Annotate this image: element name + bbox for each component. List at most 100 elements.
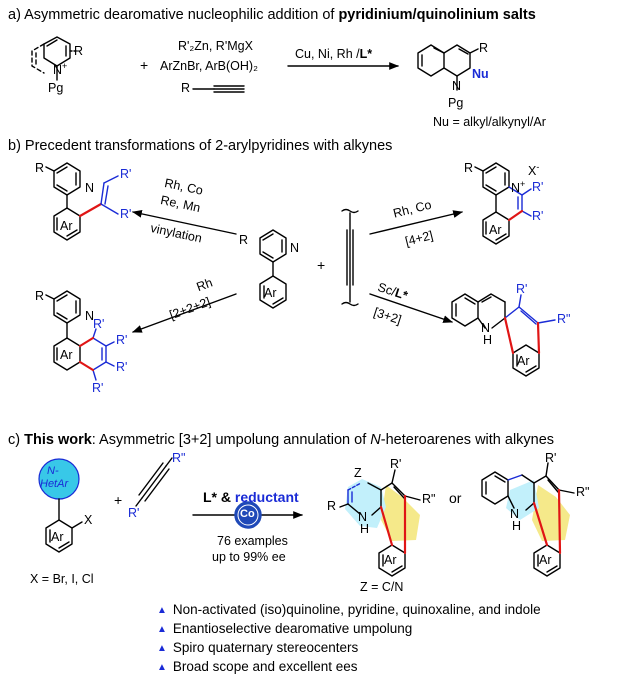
c-or: or — [449, 490, 462, 506]
b-center-ar: Ar — [264, 286, 277, 300]
feature-text: Spiro quaternary stereocenters — [172, 640, 359, 655]
b-vinyl-bond-red — [78, 202, 103, 218]
b-arrow-32 — [369, 293, 453, 323]
feature-item: ▲Broad scope and excellent ees — [157, 657, 541, 676]
a-pg-1: Pg — [48, 81, 64, 95]
a-n-atom: N — [53, 63, 63, 78]
a-product-r: R — [479, 41, 489, 55]
c-product2-h: H — [512, 519, 522, 533]
b-naph-rp2: R' — [116, 333, 128, 347]
c-hetar-line1: N- — [47, 465, 59, 477]
b-vinyl-r: R — [35, 161, 45, 175]
b-plus: + — [317, 257, 326, 273]
c-cobalt-inner — [237, 504, 259, 526]
c-cyan-ring-2 — [506, 480, 539, 520]
b-naph-rp3: R' — [116, 360, 128, 374]
feature-text: Non-activated (iso)quinoline, pyridine, … — [172, 602, 541, 617]
c-yellow-pentagon-1 — [381, 485, 420, 541]
c-plus: + — [114, 492, 123, 508]
c-alkyne — [135, 457, 173, 507]
a-product-n: N — [452, 79, 462, 93]
c-z-atom: Z — [354, 466, 362, 480]
b-spiro-rpp: R" — [557, 312, 571, 326]
c-cobalt-label: Co — [240, 508, 255, 520]
b-naph-n: N — [85, 309, 95, 323]
a-nu-definition: Nu = alkyl/alkynyl/Ar — [433, 115, 546, 129]
c-x-definition: X = Br, I, Cl — [30, 572, 94, 586]
b-center-n: N — [290, 241, 300, 255]
b-naph-r: R — [35, 289, 45, 303]
section-c-title: c) This work: Asymmetric [3+2] umpolung … — [8, 433, 554, 448]
b-quin-rp1: R' — [532, 180, 544, 194]
b-vinyl-n: N — [85, 181, 95, 195]
b-alkyne — [341, 208, 359, 307]
a-plus: + — [140, 57, 149, 73]
a-r-group: R — [74, 44, 84, 58]
b-x-minus: X- — [528, 163, 539, 178]
a-reagent-line1: R'₂Zn, R'MgX — [178, 39, 253, 53]
b-new-ring-blue — [92, 328, 115, 381]
b-spiro-n: N — [481, 321, 491, 335]
b-spiro-h: H — [483, 333, 493, 347]
section-c-title-rest1: : Asymmetric [3+2] umpolung annulation o… — [91, 432, 371, 448]
section-a-title: a) Asymmetric dearomative nucleophilic a… — [8, 8, 536, 23]
c-x-atom: X — [84, 513, 93, 527]
a-dashed-benzo-ring — [31, 43, 45, 74]
c-ligand: L* — [203, 489, 217, 505]
section-a-title-prefix: a) Asymmetric dearomative nucleophilic a… — [8, 7, 339, 23]
b-cyclopentene-blue — [504, 294, 556, 325]
c-product-1 — [339, 469, 421, 577]
b-vinyl-rp1: R' — [120, 167, 132, 181]
a-plus-charge: + — [62, 61, 68, 71]
b-quin-rp2: R' — [532, 209, 544, 223]
c-product2-n: N — [510, 507, 520, 521]
b-arrow-vinylation — [132, 210, 237, 235]
c-product-rp: R' — [390, 457, 402, 471]
c-z-definition: Z = C/N — [360, 580, 404, 594]
c-product-1-red — [379, 494, 407, 555]
c-alkyne-rp: R' — [128, 506, 140, 520]
c-product2-ar: Ar — [539, 553, 552, 567]
triangle-bullet-icon: ▲ — [157, 624, 167, 635]
triangle-bullet-icon: ▲ — [157, 643, 167, 654]
b-minus-charge: - — [536, 162, 540, 172]
c-product-r: R — [327, 499, 337, 513]
feature-text: Enantioselective dearomative umpolung — [172, 621, 413, 636]
feature-item: ▲ Enantioselective dearomative umpolung — [157, 619, 541, 638]
c-alkyne-rpp: R" — [172, 451, 186, 465]
a-pyridinium-ring — [43, 36, 79, 81]
b-vinyl-group — [100, 175, 119, 215]
b-x-atom: X — [528, 164, 537, 179]
section-c-title-italic: N — [370, 432, 381, 448]
a-product-dihydro — [417, 44, 479, 91]
a-reagent-line2: ArZnBr, ArB(OH)₂ — [160, 59, 258, 73]
c-hetar-line2: HetAr — [40, 478, 69, 490]
c-amp: & — [217, 489, 235, 505]
b-naph-rp4: R' — [92, 381, 104, 395]
c-product-ar: Ar — [384, 553, 397, 567]
triangle-bullet-icon: ▲ — [157, 662, 167, 673]
b-quin-r: R — [464, 161, 474, 175]
c-aryl-halide — [45, 498, 83, 553]
c-conditions: L* & reductant — [203, 490, 299, 504]
c-ar-1: Ar — [51, 530, 64, 544]
a-nu-label: Nu — [472, 67, 489, 81]
a-pg-2: Pg — [448, 96, 464, 110]
b-quin-n: N+ — [511, 180, 525, 195]
c-cyan-ring-1 — [345, 479, 386, 528]
section-c-title-prefix: c) — [8, 432, 25, 448]
a-conditions-metals: Cu, Ni, Rh / — [295, 47, 360, 61]
feature-item: ▲Non-activated (iso)quinoline, pyridine,… — [157, 600, 541, 619]
b-vinylation-product — [45, 162, 81, 241]
c-product-h: H — [360, 522, 370, 536]
c-reductant: reductant — [234, 489, 299, 505]
b-spiro-bonds-red — [503, 316, 541, 355]
a-conditions: Cu, Ni, Rh /L* — [295, 48, 372, 61]
b-new-bonds-42-red — [507, 209, 524, 222]
section-c-title-rest2: -heteroarenes with alkynes — [380, 432, 555, 448]
a-alkyne-r: R — [181, 81, 191, 95]
c-product-rpp: R" — [422, 492, 436, 506]
a-ligand: L* — [359, 47, 373, 61]
b-2-arylpyridine — [259, 229, 287, 309]
